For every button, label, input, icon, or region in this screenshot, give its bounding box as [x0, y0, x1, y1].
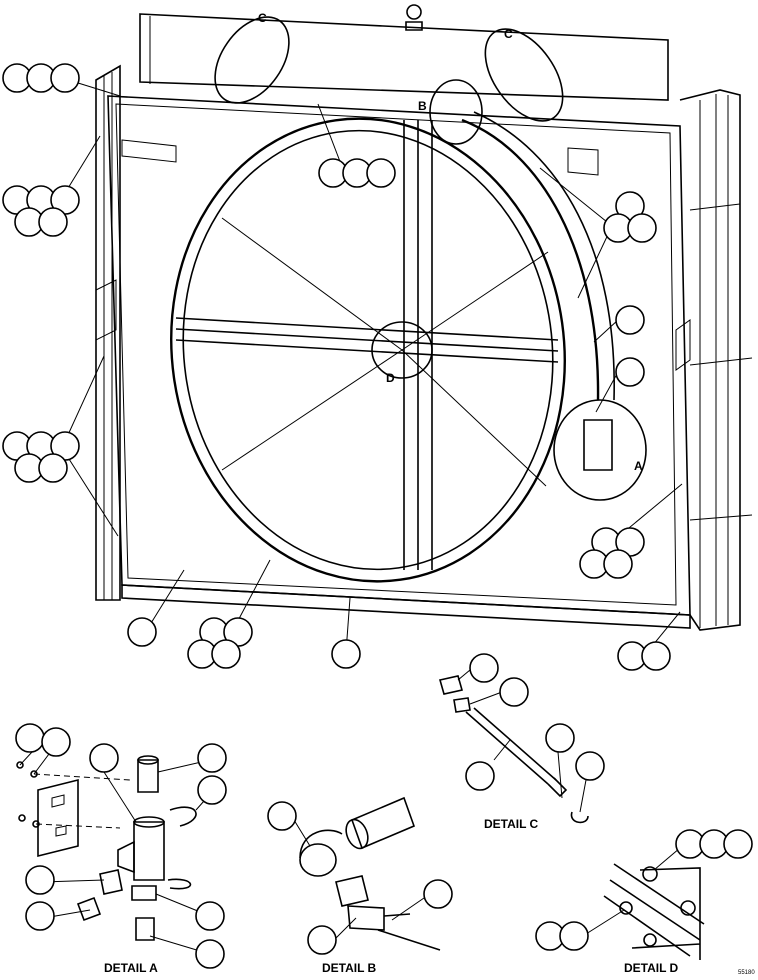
callout-circles [2, 63, 753, 969]
detail-d-title: DETAIL D [624, 961, 679, 975]
callout-circle [41, 727, 71, 757]
callout-circle [38, 207, 68, 237]
view-label-a: A [634, 459, 643, 473]
detail-b-title: DETAIL B [322, 961, 377, 975]
callout-circle [499, 677, 529, 707]
detail-d-drawing [603, 863, 705, 960]
drawing-number: 55180 [738, 970, 755, 976]
callout-circle [195, 939, 225, 969]
leader-lines [61, 77, 683, 657]
callout-circle [50, 63, 80, 93]
detail-a-drawing [16, 755, 197, 941]
callout-circle [465, 761, 495, 791]
detail-b-leaders [293, 819, 425, 941]
callout-circle [195, 901, 225, 931]
callout-circle [575, 751, 605, 781]
view-label-c-right: C [504, 27, 513, 41]
callout-circle [331, 639, 361, 669]
callout-circle [366, 158, 396, 188]
radiator-assembly [95, 4, 753, 631]
detail-a-title: DETAIL A [104, 961, 158, 975]
callout-circle [89, 743, 119, 773]
callout-circle [627, 213, 657, 243]
detail-c-leaders [457, 669, 587, 813]
callout-circle [723, 829, 753, 859]
callout-circle [615, 305, 645, 335]
callout-circle [25, 865, 55, 895]
view-label-c-left: C [258, 11, 267, 25]
callout-circle [307, 925, 337, 955]
callout-circle [211, 639, 241, 669]
callout-circle [127, 617, 157, 647]
callout-circle [38, 453, 68, 483]
callout-circle [15, 723, 45, 753]
callout-circle [641, 641, 671, 671]
view-label-d: D [386, 371, 395, 385]
detail-c-drawing [438, 675, 589, 824]
callout-circle [267, 801, 297, 831]
callout-circle [559, 921, 589, 951]
detail-b-drawing [299, 796, 441, 951]
detail-d-leaders [585, 847, 681, 935]
callout-circle [603, 549, 633, 579]
callout-circle [469, 653, 499, 683]
detail-c-title: DETAIL C [484, 817, 539, 831]
view-label-b: B [418, 99, 427, 113]
callout-circle [197, 743, 227, 773]
callout-circle [423, 879, 453, 909]
callout-circle [545, 723, 575, 753]
callout-circle [25, 901, 55, 931]
callout-circle [197, 775, 227, 805]
callout-circle [615, 357, 645, 387]
